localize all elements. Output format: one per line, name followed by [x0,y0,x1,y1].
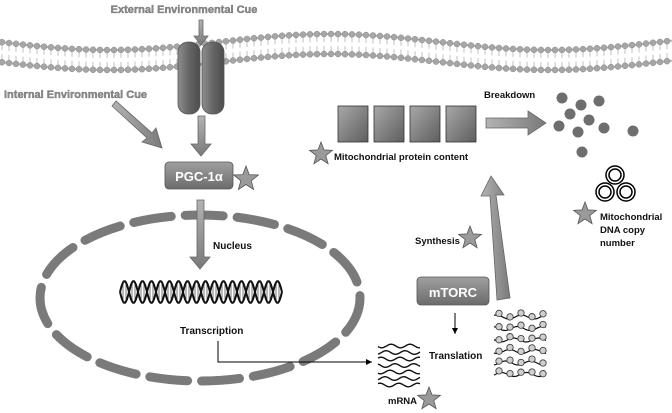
mito-protein-star-icon [308,140,334,165]
mtorc-label: mTORC [429,285,478,300]
mtdna-ring-icon [595,165,636,202]
external-cue-label: External Environmental Cue [111,4,258,16]
synthesis-label: Synthesis [415,236,460,247]
internal-cue-arrow [111,100,163,149]
internal-cue-label: Internal Environmental Cue [4,89,147,101]
transcription-label: Transcription [180,326,243,337]
mtdna-label-line2: DNA copy [600,225,646,236]
mito-protein-label: Mitochondrial protein content [334,152,469,163]
mtdna-label-line3: number [600,238,635,249]
nucleus-label: Nucleus [213,241,252,252]
synthesis-star-icon [457,224,483,249]
breakdown-particles [553,92,639,158]
external-cue-arrow [193,19,209,46]
breakdown-arrow [485,110,547,136]
mtorc-box: mTORC [416,276,490,306]
receptor-to-pgc-arrow [190,115,212,157]
mtdna-star-icon [572,200,598,225]
membrane-receptor [177,41,225,115]
synthesis-arrow [480,175,511,301]
pgc-to-dna-arrow [189,199,211,270]
mtdna-label-line1: Mitochondrial [600,212,662,223]
mitochondrial-protein-boxes [337,105,477,143]
pgc1a-star-icon [232,164,260,191]
breakdown-label: Breakdown [484,90,535,101]
cell-membrane [0,30,672,74]
protein-chain-icon [493,309,547,378]
translation-label: Translation [429,351,482,362]
mrna-label: mRNA [388,396,417,407]
pgc1a-box: PGC-1α [164,161,234,190]
mrna-star-icon [416,385,442,410]
mrna-strands-icon [377,343,421,388]
pgc1a-label: PGC-1α [175,169,223,184]
transcription-arrow [217,341,372,365]
dna-helix-icon [119,280,283,304]
